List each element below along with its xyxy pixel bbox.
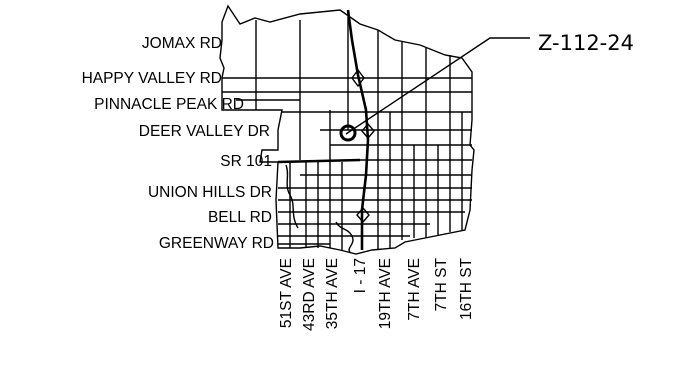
site-circle bbox=[339, 124, 357, 142]
label-7th-st: 7TH ST bbox=[433, 257, 450, 311]
ew-labels: JOMAX RD HAPPY VALLEY RD PINNACLE PEAK R… bbox=[82, 35, 274, 252]
city-boundary bbox=[219, 4, 475, 255]
label-7th-ave: 7TH AVE bbox=[406, 258, 423, 321]
ns-labels: 51ST AVE 43RD AVE 35TH AVE I - 17 19TH A… bbox=[278, 257, 475, 330]
label-sr-101: SR 101 bbox=[220, 153, 272, 170]
label-51st-ave: 51ST AVE bbox=[278, 258, 295, 328]
label-35th-ave: 35TH AVE bbox=[324, 258, 341, 329]
case-number: Z-112-24 bbox=[538, 31, 634, 55]
creek-path bbox=[335, 221, 354, 253]
label-43rd-ave: 43RD AVE bbox=[301, 258, 318, 331]
ns-streets bbox=[255, 12, 463, 250]
label-16th-st: 16TH ST bbox=[458, 257, 475, 320]
label-deer-valley-dr: DEER VALLEY DR bbox=[139, 123, 270, 140]
label-pinnacle-peak-rd: PINNACLE PEAK RD bbox=[94, 96, 244, 113]
label-bell-rd: BELL RD bbox=[208, 209, 272, 226]
label-jomax-rd: JOMAX RD bbox=[142, 35, 222, 52]
label-i-17: I - 17 bbox=[352, 258, 369, 293]
interchanges bbox=[351, 68, 375, 224]
label-greenway-rd: GREENWAY RD bbox=[159, 235, 274, 252]
label-happy-valley-rd: HAPPY VALLEY RD bbox=[82, 70, 222, 87]
label-union-hills-dr: UNION HILLS DR bbox=[148, 184, 272, 201]
leader-line bbox=[345, 37, 530, 135]
canal-path bbox=[285, 164, 299, 229]
label-19th-ave: 19TH AVE bbox=[377, 258, 394, 329]
